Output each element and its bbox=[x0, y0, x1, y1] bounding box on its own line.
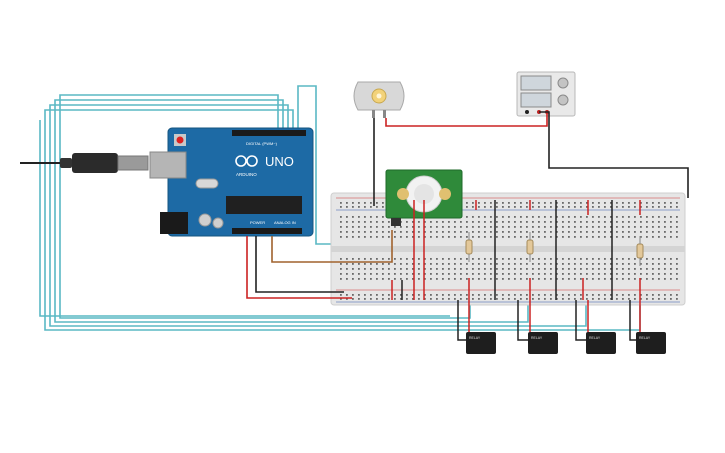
relay-module[interactable]: RELAY bbox=[528, 332, 558, 354]
usb-cable[interactable] bbox=[20, 153, 149, 173]
resistors[interactable] bbox=[465, 232, 644, 266]
relay-module[interactable]: RELAY bbox=[466, 332, 496, 354]
arduino-digital-label: DIGITAL (PWM~) bbox=[246, 141, 278, 146]
arduino-uno[interactable]: UNO ARDUINO DIGITAL (PWM~) POWER ANALOG … bbox=[20, 127, 314, 237]
breadboard-jumpers[interactable] bbox=[391, 200, 641, 300]
arduino-analog-label: ANALOG IN bbox=[274, 220, 296, 225]
arduino-logo-icon bbox=[235, 155, 258, 167]
relay-module[interactable]: RELAY bbox=[636, 332, 666, 354]
arduino-model-label: UNO bbox=[265, 154, 294, 169]
resistor[interactable] bbox=[465, 232, 473, 262]
relay-wires[interactable] bbox=[457, 300, 641, 341]
resistor[interactable] bbox=[636, 236, 644, 266]
breadboard[interactable] bbox=[330, 192, 686, 306]
relay-label: RELAY bbox=[639, 336, 651, 340]
power-wires[interactable] bbox=[246, 111, 689, 299]
dc-motor[interactable] bbox=[353, 81, 405, 118]
arduino-brand-label: ARDUINO bbox=[236, 172, 257, 177]
relay-group[interactable]: RELAY RELAY RELAY RELAY bbox=[466, 332, 666, 354]
power-supply[interactable] bbox=[516, 71, 576, 117]
arduino-power-label: POWER bbox=[250, 220, 265, 225]
relay-label: RELAY bbox=[531, 336, 543, 340]
pir-sensor[interactable] bbox=[385, 169, 463, 226]
relay-label: RELAY bbox=[589, 336, 601, 340]
resistor[interactable] bbox=[526, 232, 534, 262]
relay-label: RELAY bbox=[469, 336, 481, 340]
relay-module[interactable]: RELAY bbox=[586, 332, 616, 354]
breadboard-holes[interactable] bbox=[340, 202, 678, 300]
